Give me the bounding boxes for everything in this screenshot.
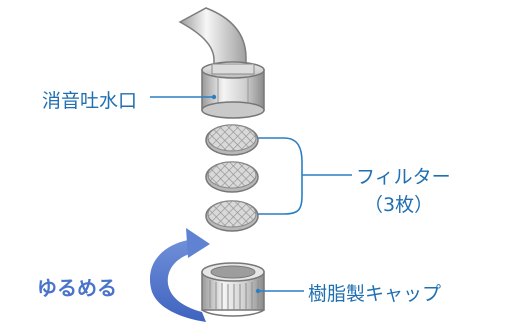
filter-3	[205, 200, 259, 232]
loosen-label: ゆるめる	[37, 276, 117, 300]
silent-outlet-nut	[201, 61, 265, 119]
filter-label: フィルター	[356, 166, 451, 188]
filter-count-label: （3枚）	[364, 194, 434, 216]
filter-1	[205, 124, 259, 156]
filter-2	[205, 161, 259, 193]
filter-bracket-line	[258, 137, 303, 215]
loosen-arrow-icon	[149, 228, 210, 322]
cap-label: 樹脂製キャップ	[308, 283, 442, 305]
outlet-label: 消音吐水口	[42, 90, 138, 112]
outlet-leader-dot	[211, 94, 217, 100]
cap-leader-dot	[255, 288, 261, 294]
resin-cap	[201, 262, 265, 317]
